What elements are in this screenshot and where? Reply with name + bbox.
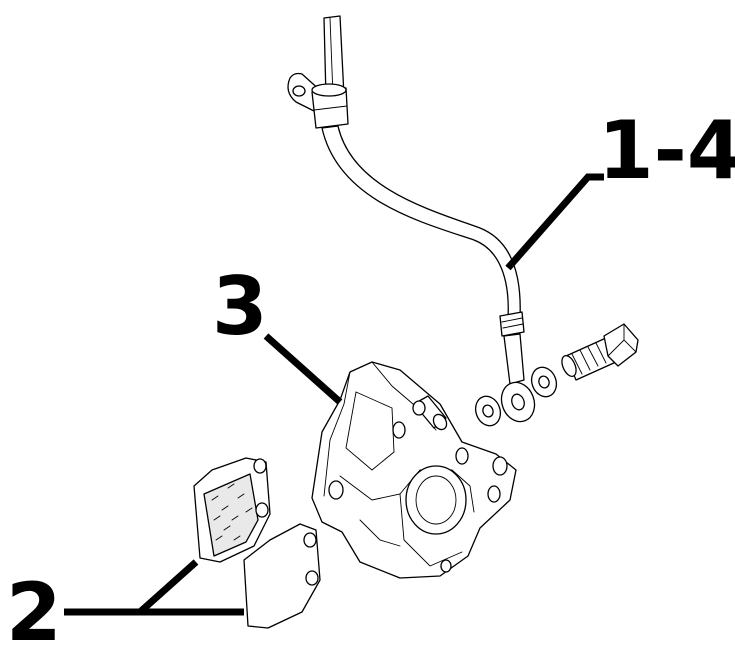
caliper-edge-1	[323, 371, 351, 497]
brake-caliper	[311, 361, 517, 579]
pad-front-hole-2	[305, 570, 319, 586]
leader-line-2a	[130, 559, 244, 616]
brake-pad-front	[243, 523, 321, 629]
brake-pads	[193, 457, 321, 629]
caliper-hole-1	[392, 421, 406, 439]
brake-pad-rear-lining	[203, 473, 259, 557]
callout-3: 3	[212, 260, 268, 353]
pad-rear-hole-2	[255, 502, 269, 518]
caliper-hole-4	[492, 456, 508, 476]
caliper-hole-5	[487, 485, 501, 503]
pad-rear-texture	[211, 483, 253, 541]
sealing-washers	[474, 366, 558, 427]
caliper-hole-3	[455, 447, 469, 465]
bleed-nipple-base	[412, 400, 426, 416]
banjo-bolt	[561, 323, 639, 381]
crimp-ridges	[501, 317, 524, 329]
caliper-body	[311, 361, 517, 579]
grommet-top	[311, 83, 347, 97]
washer-left-hole	[482, 404, 494, 418]
leader-line-3	[263, 333, 343, 405]
bleed-nipple-cap	[432, 413, 448, 431]
callout-2: 2	[6, 566, 62, 645]
bolt-threads	[571, 342, 607, 375]
brake-hose	[287, 15, 536, 423]
caliper-edge-5	[359, 519, 401, 547]
pad-front-hole-1	[303, 532, 317, 548]
caliper-edge-4	[399, 493, 463, 567]
caliper-window	[345, 391, 395, 471]
piston-bore	[405, 465, 467, 535]
grommet-band	[313, 105, 348, 111]
caliper-edge-3	[339, 469, 475, 513]
caliper-hole-6	[440, 559, 452, 573]
hose-lower-pipe	[503, 333, 525, 385]
hose-top-highlight	[329, 17, 334, 97]
banjo-hole	[511, 393, 525, 411]
hose-body	[321, 125, 521, 319]
pad-rear-hole-1	[253, 458, 267, 474]
hose-crimp	[499, 311, 525, 337]
bolt-head-facets	[607, 323, 637, 357]
bracket-hole	[292, 85, 306, 97]
piston-inner	[415, 475, 457, 525]
bolt-tip	[561, 355, 577, 377]
leader-line-1-4	[505, 173, 604, 271]
caliper-hole-2	[328, 480, 344, 500]
callout-1-4: 1-4	[598, 104, 735, 197]
washer-right-hole	[538, 375, 550, 389]
